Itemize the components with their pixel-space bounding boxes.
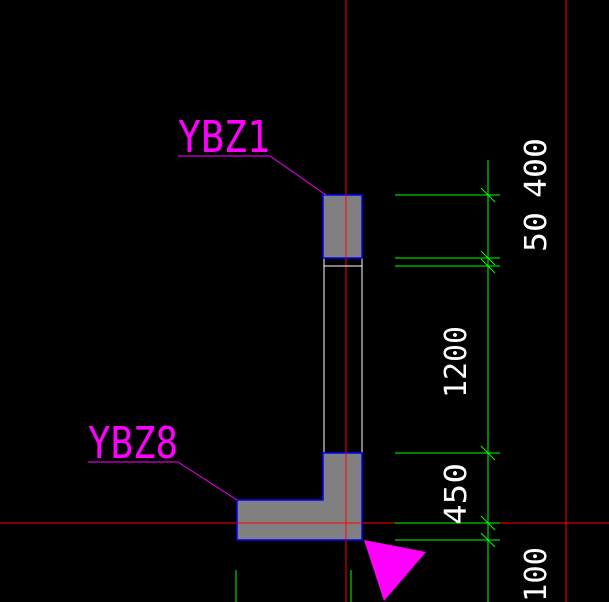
column-ybz1[interactable] [322, 194, 363, 259]
label-ybz1[interactable]: YBZ1 [178, 112, 270, 163]
dim-text-100: 100 [519, 547, 554, 602]
dim-text-400: 400 [519, 138, 554, 198]
label-ybz8[interactable]: YBZ8 [88, 418, 178, 469]
triangle-marker-icon[interactable] [364, 540, 426, 601]
dim-text-450: 450 [439, 463, 474, 525]
dim-text-1200: 1200 [439, 326, 474, 398]
column-ybz8[interactable] [236, 452, 363, 541]
leader-ybz1 [178, 155, 327, 196]
leader-ybz8 [88, 461, 238, 501]
dim-text-50: 50 [519, 212, 554, 252]
wall-segment[interactable] [323, 257, 363, 453]
dimension-lines [235, 160, 500, 602]
